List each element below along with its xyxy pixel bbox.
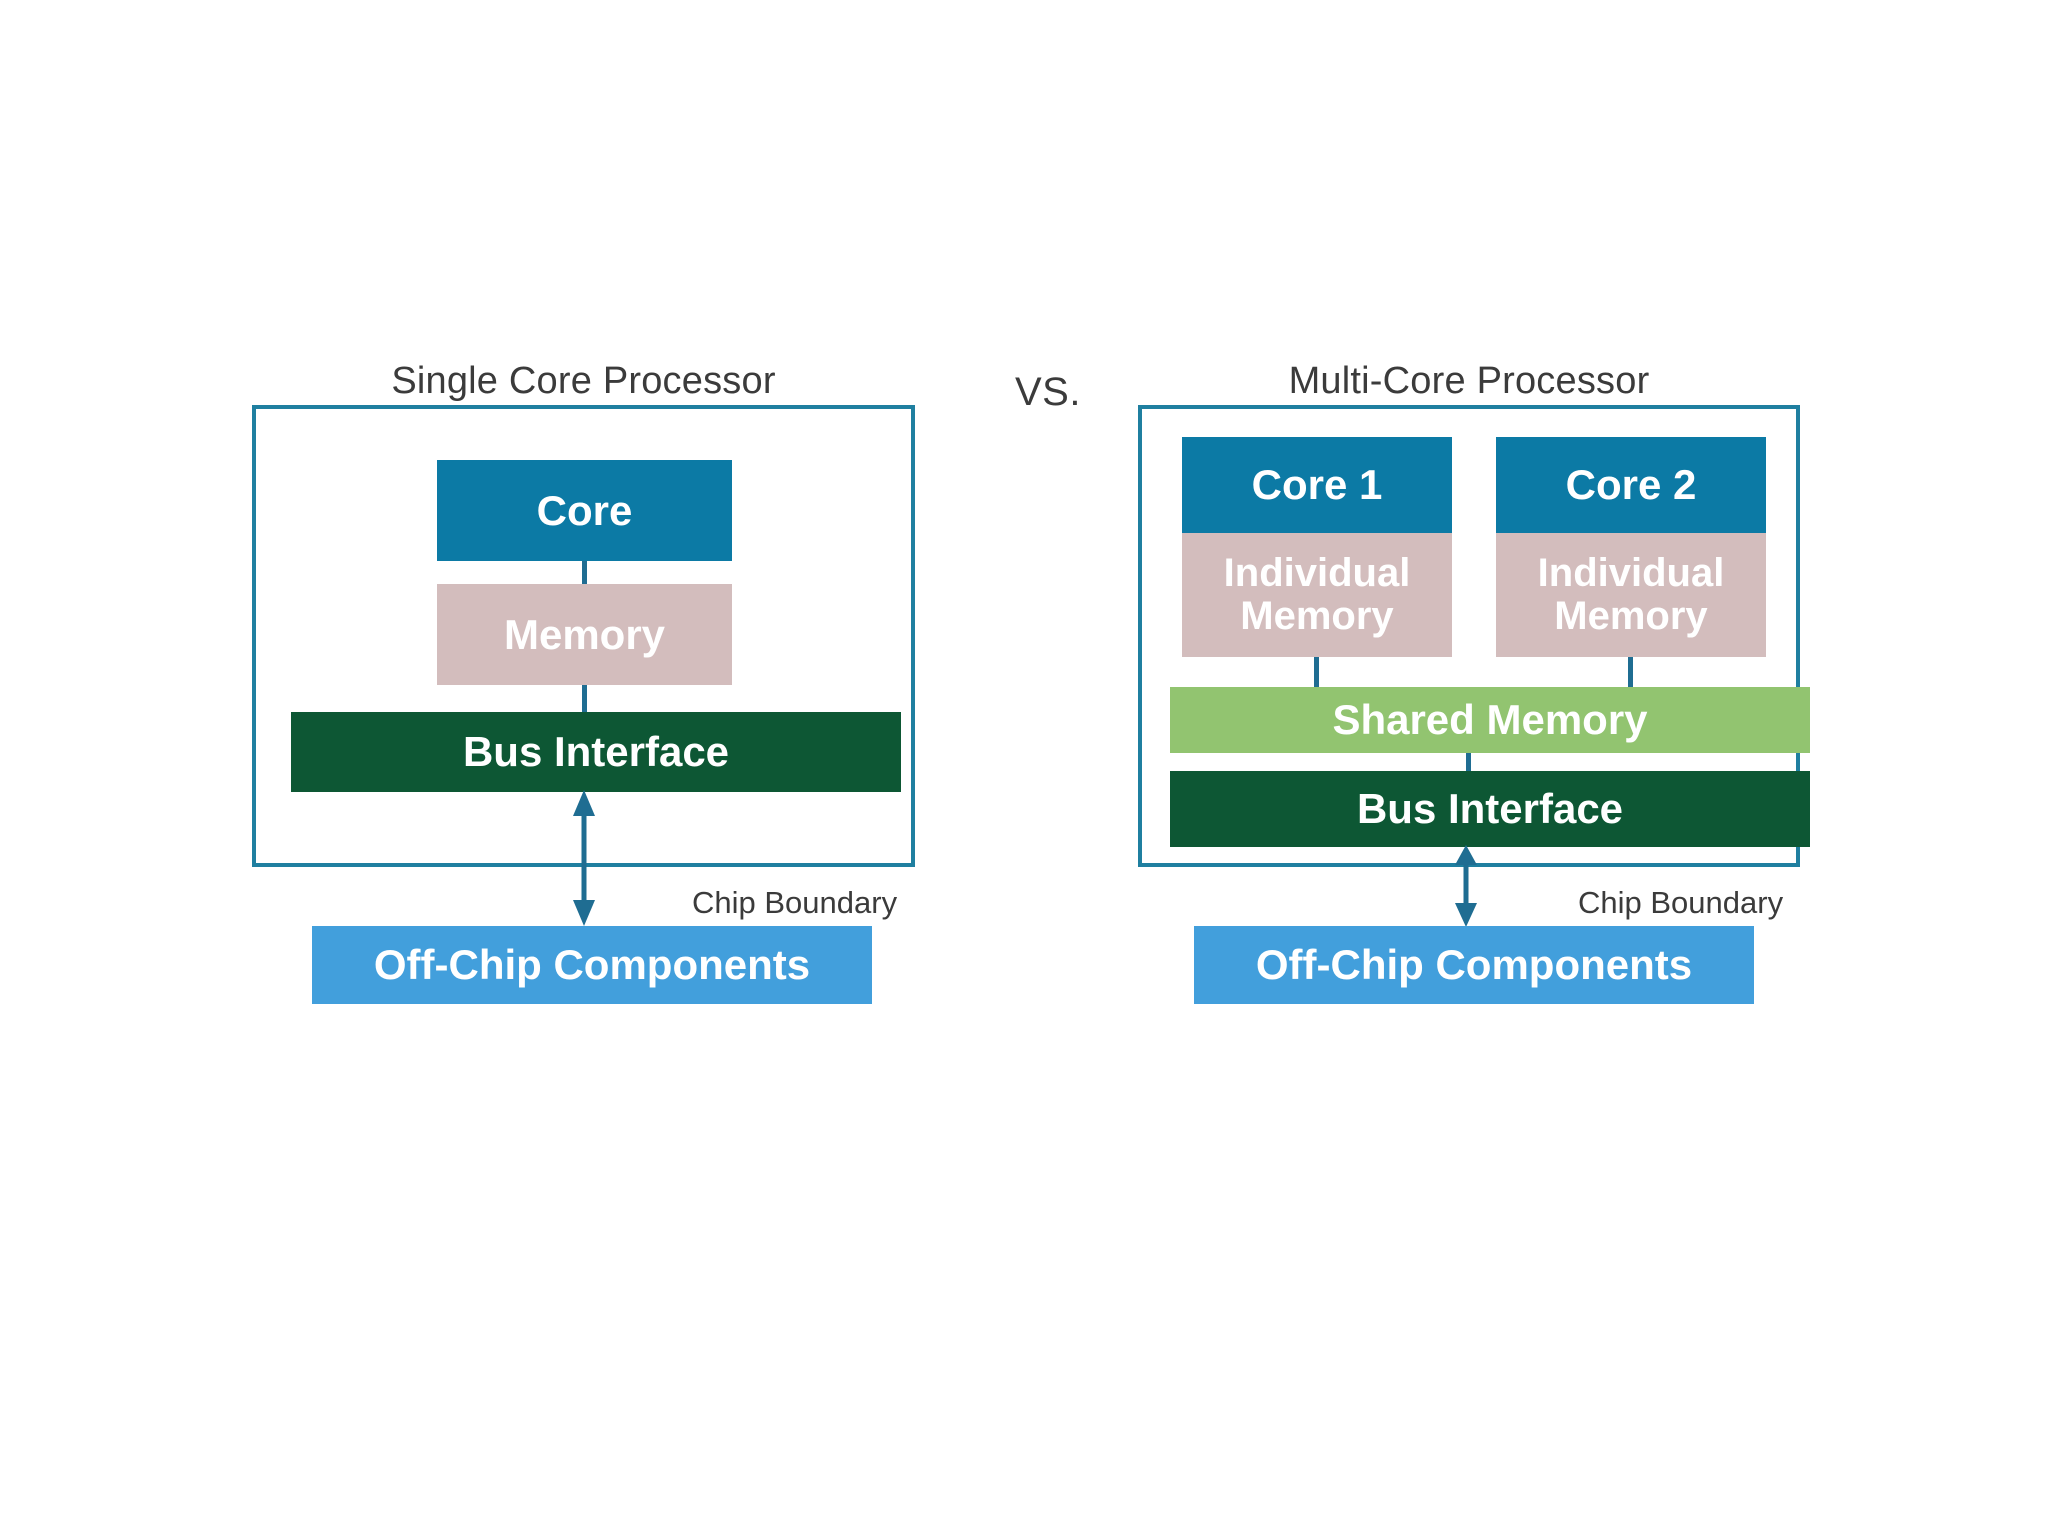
right-off-chip-components-block: Off-Chip Components bbox=[1194, 926, 1754, 1004]
right-core-1-block: Core 1 bbox=[1182, 437, 1452, 533]
right-individual-memory-1-line-1: Individual bbox=[1223, 550, 1411, 595]
right-bus-interface-block: Bus Interface bbox=[1170, 771, 1810, 847]
versus-label: VS. bbox=[1015, 370, 1081, 414]
left-connector-core-to-memory bbox=[582, 561, 587, 584]
right-individual-memory-1-line-2: Memory bbox=[1240, 594, 1394, 638]
right-individual-memory-2-line-2: Memory bbox=[1554, 594, 1708, 638]
right-individual-memory-2-line-1: Individual bbox=[1537, 550, 1725, 595]
right-connector-indmem2-to-shared bbox=[1628, 657, 1633, 687]
right-individual-memory-1-block: Individual Memory bbox=[1182, 533, 1452, 657]
left-chip-boundary-label: Chip Boundary bbox=[692, 885, 898, 920]
left-connector-memory-to-bus bbox=[582, 685, 587, 712]
right-chip-boundary-label: Chip Boundary bbox=[1578, 885, 1784, 920]
right-connector-shared-to-bus bbox=[1466, 753, 1471, 771]
left-chip-boundary-arrow bbox=[573, 790, 595, 926]
left-diagram-title: Single Core Processor bbox=[391, 360, 776, 402]
left-memory-block: Memory bbox=[437, 584, 732, 685]
left-core-block: Core bbox=[437, 460, 732, 561]
right-connector-indmem1-to-shared bbox=[1314, 657, 1319, 687]
right-individual-memory-2-block: Individual Memory bbox=[1496, 533, 1766, 657]
left-bus-interface-block: Bus Interface bbox=[291, 712, 901, 792]
right-shared-memory-block: Shared Memory bbox=[1170, 687, 1810, 753]
right-core-2-block: Core 2 bbox=[1496, 437, 1766, 533]
right-diagram-title: Multi-Core Processor bbox=[1288, 360, 1650, 402]
right-chip-boundary-arrow bbox=[1455, 845, 1477, 927]
left-off-chip-components-block: Off-Chip Components bbox=[312, 926, 872, 1004]
